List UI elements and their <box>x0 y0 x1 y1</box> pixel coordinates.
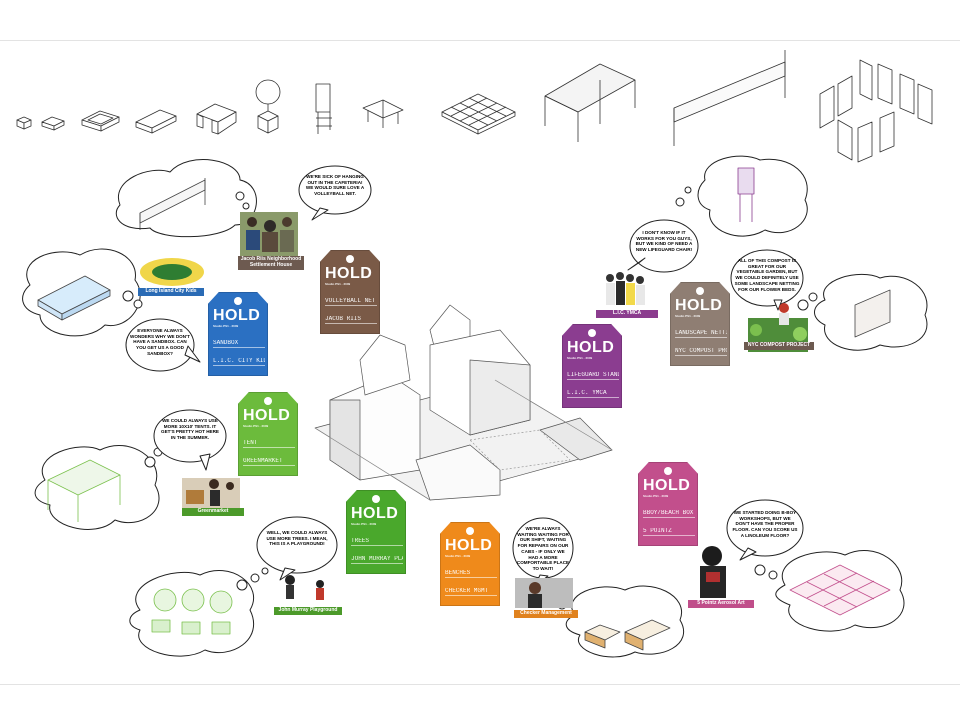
tag-subtitle: Studio PS1 · 2009 <box>643 494 669 498</box>
tag-place: 5 POINTZ <box>643 528 695 537</box>
label-ymca: L.I.C. YMCA <box>596 310 658 318</box>
hold-tag-checker: HOLD Studio PS1 · 2009 BENCHES CHECKER M… <box>440 522 500 606</box>
tag-hold-title: HOLD <box>243 407 291 424</box>
label-lic-kids: Long Island City Kids <box>138 288 204 296</box>
tag-item: TREES <box>351 538 403 547</box>
tag-item: SANDBOX <box>213 340 265 349</box>
quote-john-murray: WELL, WE COULD ALWAYS USE MORE TREES. I … <box>266 530 328 547</box>
quote-greenmarket: WE COULD ALWAYS USE MORE 10X10' TENTS. I… <box>161 418 219 441</box>
frame-box-icon <box>81 110 120 132</box>
tag-hold-title: HOLD <box>643 477 691 494</box>
label-checker: Checker Management <box>514 610 578 618</box>
tag-place: NYC COMPOST PROJECT <box>675 348 727 357</box>
tag-place: L.I.C. YMCA <box>567 390 619 399</box>
john-murray-photo <box>285 575 324 600</box>
tag-item: TENT <box>243 440 295 449</box>
tag-item: BBOY/BEACH BOX <box>643 510 695 519</box>
small-box-icon <box>16 116 32 130</box>
hold-tag-lic-kids: HOLD Studio PS1 · 2009 SANDBOX L.I.C. CI… <box>208 292 268 376</box>
tag-hold-title: HOLD <box>325 265 373 282</box>
ping-pong-table-icon <box>362 99 404 128</box>
quote-fivepoints: WE STARTED DOING B-BOY WORKSHOPS, BUT WE… <box>732 510 798 538</box>
tag-place: JOHN MURRAY PLAYGROUND <box>351 556 403 565</box>
tag-place: GREENMARKET <box>243 458 295 467</box>
quote-compost: ALL OF THIS COMPOST IS GREAT FOR OUR VEG… <box>734 258 800 292</box>
top-rule <box>0 40 960 41</box>
tag-hold-title: HOLD <box>567 339 615 356</box>
hold-tag-ymca: HOLD Studio PS1 · 2009 LIFEGUARD STAND L… <box>562 324 622 408</box>
tag-subtitle: Studio PS1 · 2009 <box>325 282 351 286</box>
quote-lic-kids: EVERYONE ALWAYS WONDERS WHY WE DON'T HAV… <box>130 328 190 356</box>
wall-panels-icon <box>819 59 933 163</box>
tag-place: CHECKER MGMT <box>445 588 497 597</box>
tag-item: LIFEGUARD STAND <box>567 372 619 381</box>
speech-bubbles <box>125 165 804 587</box>
lifeguard-chair-icon <box>315 83 332 134</box>
greenmarket-photo <box>182 478 240 508</box>
ymca-photo <box>606 272 645 305</box>
label-greenmarket: Greenmarket <box>182 508 244 516</box>
tag-hold-title: HOLD <box>445 537 493 554</box>
checker-photo <box>515 578 573 608</box>
hold-tag-greenmarket: HOLD Studio PS1 · 2009 TENT GREENMARKET <box>238 392 298 476</box>
hold-tag-jacob: HOLD Studio PS1 · 2009 VOLLEYBALL NET JA… <box>320 250 380 334</box>
bottom-rule <box>0 684 960 685</box>
tag-subtitle: Studio PS1 · 2009 <box>567 356 593 360</box>
lic-kids-photo <box>140 258 204 286</box>
tag-item: LANDSCAPE NETTING <box>675 330 727 339</box>
tag-subtitle: Studio PS1 · 2009 <box>351 522 377 526</box>
tag-hold-title: HOLD <box>675 297 723 314</box>
quote-ymca: I DON'T KNOW IF IT WORKS FOR YOU GUYS, B… <box>635 230 693 253</box>
central-building <box>314 304 613 501</box>
jacob-photo <box>240 212 298 256</box>
tent-icon <box>544 63 636 142</box>
label-john-murray: John Murray Playground <box>274 607 342 615</box>
tag-subtitle: Studio PS1 · 2009 <box>445 554 471 558</box>
flat-box-icon <box>41 116 65 131</box>
tag-place: JACOB RIIS <box>325 316 377 325</box>
tree-planter-icon <box>255 79 281 134</box>
label-fivepoints: 5 Pointz Aerosol Art <box>688 600 754 608</box>
tag-hold-title: HOLD <box>213 307 261 324</box>
bubble-illustrations <box>37 167 891 651</box>
tag-hold-title: HOLD <box>351 505 399 522</box>
hold-tag-john-murray: HOLD Studio PS1 · 2009 TREES JOHN MURRAY… <box>346 490 406 574</box>
quote-checker: WE'RE ALWAYS WAITING WAITING FOR OUR SHI… <box>516 526 570 572</box>
label-jacob-riis: Jacob Riis Neighborhood Settlement House <box>238 256 304 270</box>
label-compost: NYC COMPOST PROJECT <box>744 342 814 350</box>
tag-subtitle: Studio PS1 · 2009 <box>243 424 269 428</box>
grid-floor-icon <box>441 93 516 135</box>
tag-item: VOLLEYBALL NET <box>325 298 377 307</box>
bench-icon <box>196 103 237 135</box>
tag-subtitle: Studio PS1 · 2009 <box>675 314 701 318</box>
hold-tag-compost: HOLD Studio PS1 · 2009 LANDSCAPE NETTING… <box>670 282 730 366</box>
hold-tag-fivepoints: HOLD Studio PS1 · 2009 BBOY/BEACH BOX 5 … <box>638 462 698 546</box>
volleyball-net-icon <box>673 50 786 146</box>
object-row <box>16 50 933 163</box>
fivepoints-photo <box>700 546 726 598</box>
tag-item: BENCHES <box>445 570 497 579</box>
sandbox-icon <box>135 109 177 134</box>
tag-subtitle: Studio PS1 · 2009 <box>213 324 239 328</box>
tag-place: L.I.C. CITY KIDS <box>213 358 265 367</box>
quote-jacob: WE'RE SICK OF HANGING OUT IN THE CAFETER… <box>305 174 365 197</box>
